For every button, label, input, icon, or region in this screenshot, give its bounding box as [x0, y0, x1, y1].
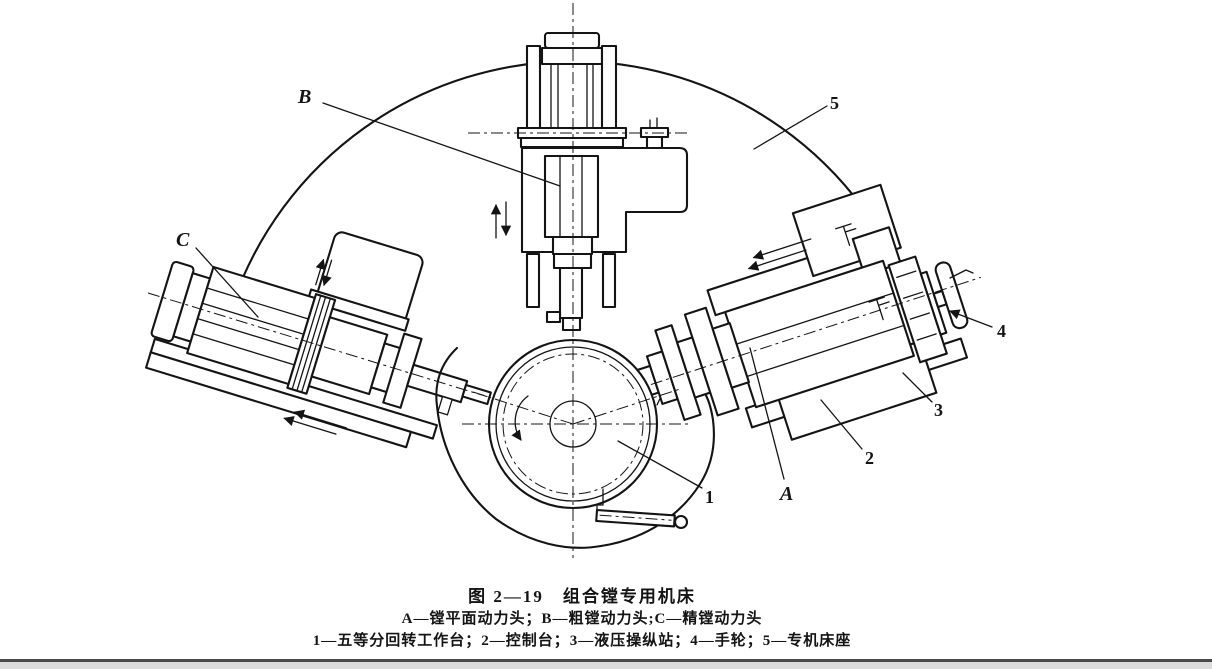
- figure-caption: 图 2—19 组合镗专用机床 A—镗平面动力头；B—粗镗动力头;C—精镗动力头 …: [0, 586, 1164, 652]
- rough-boring-head-b: [468, 31, 689, 332]
- callout-A: A: [778, 483, 793, 505]
- feed-arrow: [293, 409, 347, 429]
- leader-lines: [195, 102, 993, 489]
- feed-arrow: [752, 238, 812, 260]
- figure-title: 图 2—19 组合镗专用机床: [468, 587, 696, 606]
- callout-B: B: [297, 86, 311, 108]
- axis-centerline-c: [147, 292, 488, 398]
- scan-edge-strip: [0, 662, 1212, 669]
- handle-lever: [595, 508, 676, 528]
- fine-boring-head-c: [145, 231, 492, 449]
- callout-4: 4: [997, 321, 1006, 341]
- clamp-bolt: [835, 223, 857, 246]
- slide-block: [543, 154, 600, 239]
- legend-letters: A—镗平面动力头；B—粗镗动力头;C—精镗动力头: [401, 611, 763, 627]
- callout-C: C: [176, 229, 190, 251]
- callout-1: 1: [705, 487, 714, 507]
- handle-knob: [673, 514, 689, 530]
- rotation-arrow: [511, 395, 529, 441]
- scan-edge-line: [0, 659, 1212, 662]
- feed-arrow: [283, 416, 337, 435]
- callout-2: 2: [865, 448, 874, 468]
- legend-numbers: 1—五等分回转工作台；2—控制台；3—液压操纵站；4—手轮；5—专机床座: [312, 633, 852, 649]
- feed-arrow: [747, 249, 807, 271]
- callout-5: 5: [830, 93, 839, 113]
- column-cap: [543, 31, 601, 50]
- crank-pin: [949, 269, 974, 279]
- spindle-b: [558, 266, 584, 320]
- callout-3: 3: [934, 400, 943, 420]
- slide-base-lower: [145, 351, 412, 449]
- face-boring-head-a: [628, 183, 982, 441]
- axis-centerline-a: [628, 276, 982, 393]
- index-handle: [595, 488, 689, 530]
